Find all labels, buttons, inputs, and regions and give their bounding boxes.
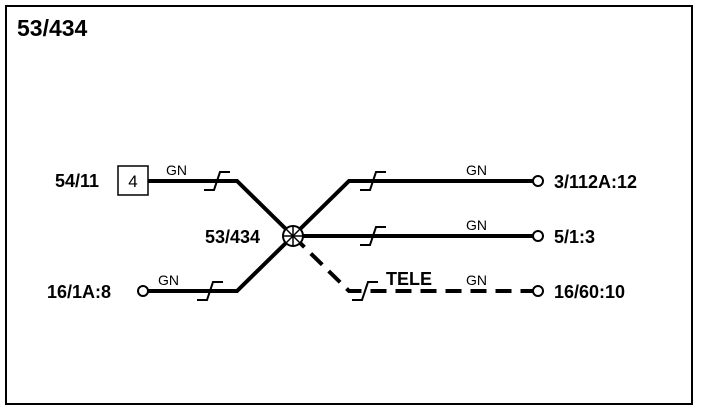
diagram-title: 53/434 bbox=[17, 15, 88, 41]
terminal-left-bottom bbox=[137, 285, 149, 297]
wire-right-bottom-dashed bbox=[291, 234, 533, 293]
wire-break-right-top bbox=[360, 171, 386, 191]
pin-number: 4 bbox=[128, 172, 137, 191]
wire-color-left-bottom: GN bbox=[158, 272, 179, 288]
wire-color-left-top: GN bbox=[166, 162, 187, 178]
diagram-border bbox=[5, 5, 693, 405]
connector-label-16-60-10: 16/60:10 bbox=[554, 282, 625, 302]
wire-break-right-bottom bbox=[352, 281, 378, 301]
wire-color-right-top: GN bbox=[466, 162, 487, 178]
connector-label-5-1-3: 5/1:3 bbox=[554, 227, 595, 247]
wire-break-right-mid bbox=[360, 226, 386, 246]
splice-icon bbox=[282, 225, 304, 247]
wire-color-right-bottom: GN bbox=[466, 272, 487, 288]
terminal-right-mid bbox=[532, 230, 544, 242]
pin-box bbox=[117, 165, 149, 196]
wire-left-bottom bbox=[148, 234, 295, 293]
tele-label: TELE bbox=[386, 269, 432, 289]
terminal-right-top bbox=[532, 175, 544, 187]
wire-break-left-bottom bbox=[197, 281, 223, 301]
wire-color-right-mid: GN bbox=[466, 217, 487, 233]
connector-label-3-112a-12: 3/112A:12 bbox=[554, 172, 637, 192]
wire-break-left-top bbox=[204, 171, 230, 191]
wire-left-top bbox=[148, 179, 295, 238]
connector-label-54-11: 54/11 bbox=[55, 171, 99, 191]
terminal-right-bottom bbox=[532, 285, 544, 297]
splice-label: 53/434 bbox=[205, 227, 260, 247]
wire-right-top bbox=[291, 179, 533, 238]
connector-label-16-1a-8: 16/1A:8 bbox=[47, 282, 111, 302]
